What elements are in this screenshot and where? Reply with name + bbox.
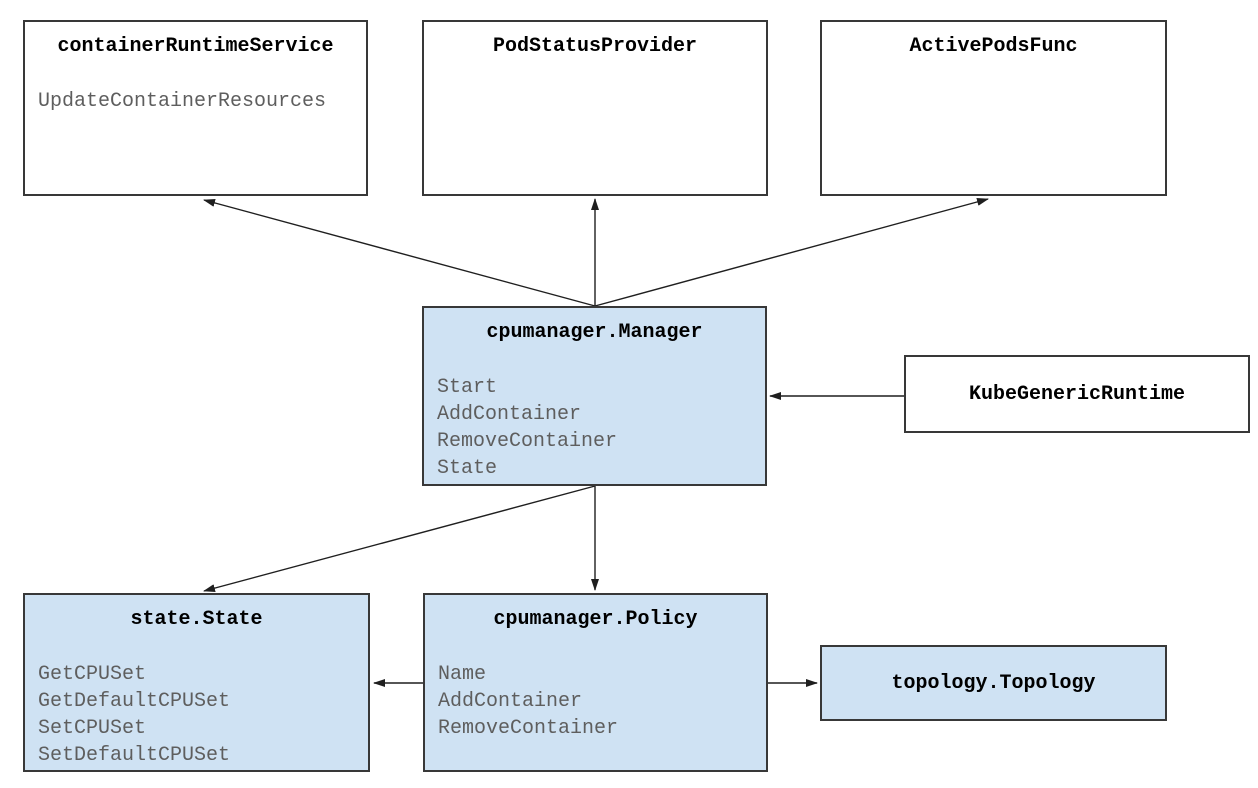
- method-list: Start AddContainer RemoveContainer State: [424, 374, 765, 482]
- box-title: cpumanager.Policy: [493, 608, 698, 631]
- method-label: UpdateContainerResources: [38, 90, 327, 113]
- box-pod-status-provider: PodStatusProvider: [422, 20, 768, 196]
- box-title: containerRuntimeService: [57, 35, 334, 58]
- arrow-manager-to-state-state: [203, 485, 596, 593]
- method-label: State: [437, 457, 498, 480]
- box-title: cpumanager.Manager: [486, 321, 703, 344]
- method-label: RemoveContainer: [438, 717, 619, 740]
- box-container-runtime-service: containerRuntimeService UpdateContainerR…: [23, 20, 368, 196]
- box-title: topology.Topology: [891, 671, 1096, 695]
- method-label: AddContainer: [438, 690, 583, 713]
- box-cpumanager-policy: cpumanager.Policy Name AddContainer Remo…: [423, 593, 768, 772]
- box-state-state: state.State GetCPUSet GetDefaultCPUSet S…: [23, 593, 370, 772]
- method-label: AddContainer: [437, 403, 582, 426]
- box-active-pods-func: ActivePodsFunc: [820, 20, 1167, 196]
- arrow-manager-to-container-runtime-service: [203, 199, 596, 307]
- method-label: RemoveContainer: [437, 430, 618, 453]
- method-label: SetCPUSet: [38, 717, 147, 740]
- method-list: Name AddContainer RemoveContainer: [425, 661, 766, 742]
- method-label: GetDefaultCPUSet: [38, 690, 231, 713]
- method-list: GetCPUSet GetDefaultCPUSet SetCPUSet Set…: [25, 661, 368, 769]
- box-title: ActivePodsFunc: [909, 35, 1078, 58]
- method-label: Name: [438, 663, 487, 686]
- box-kube-generic-runtime: KubeGenericRuntime: [904, 355, 1250, 433]
- arrow-manager-to-active-pods-func: [594, 198, 989, 307]
- box-cpumanager-manager: cpumanager.Manager Start AddContainer Re…: [422, 306, 767, 486]
- box-title: state.State: [130, 608, 263, 631]
- method-label: GetCPUSet: [38, 663, 147, 686]
- method-label: SetDefaultCPUSet: [38, 744, 231, 767]
- method-list: UpdateContainerResources: [25, 88, 366, 115]
- method-label: Start: [437, 376, 498, 399]
- box-title: KubeGenericRuntime: [968, 382, 1186, 406]
- box-topology-topology: topology.Topology: [820, 645, 1167, 721]
- box-title: PodStatusProvider: [492, 35, 698, 58]
